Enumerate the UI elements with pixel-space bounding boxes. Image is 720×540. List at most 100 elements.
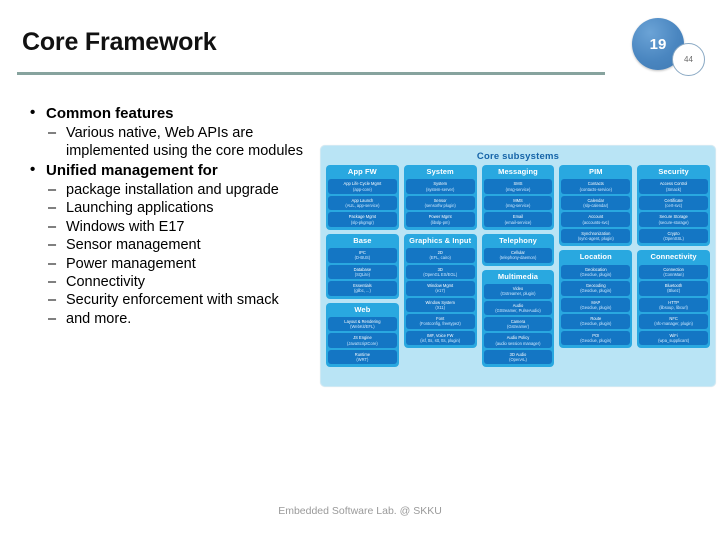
module-implementation: (GStreamer, PulseAudio) [495, 307, 541, 313]
subsystem-module-cell: Power Mgmt(libslp-pm) [405, 212, 475, 227]
module-implementation: (msg-service) [505, 186, 531, 192]
module-implementation: (wpa_supplicant) [658, 337, 690, 343]
module-name: Font [436, 316, 445, 322]
subsystem-module-cell: IMF, Voice FW(isf, tts, stt, tts, plugin… [405, 330, 475, 345]
module-implementation: (OpenGL ES/EGL) [423, 271, 458, 277]
subsystem-module-cell: Database(SQLite) [328, 264, 397, 280]
bullet-text: and more. [66, 310, 132, 327]
module-name: Calendar [587, 197, 605, 203]
module-implementation: (SQLite) [354, 271, 371, 277]
subsystem-group-title: App FW [347, 167, 377, 176]
module-name: Route [590, 316, 602, 322]
module-name: Synchronization [581, 230, 611, 236]
bullet-item: –Launching applications [24, 199, 334, 217]
subsystem-module-cell: SMS(msg-service) [483, 179, 553, 194]
subsystem-module-cell: System(system-server) [405, 179, 475, 194]
title-underline-divider [17, 72, 605, 75]
subsystem-module-cell: Access Control(Smack) [639, 179, 708, 194]
bullet-text: Various native, Web APIs are implemented… [66, 125, 303, 160]
module-name: Audio [512, 302, 524, 308]
module-name: Secure Storage [659, 214, 688, 220]
module-name: Power Mgmt [428, 214, 452, 220]
module-name: Certificate [664, 197, 683, 203]
bullet-marker-icon: – [48, 237, 57, 254]
subsystem-module-cell: Camera(Gstreamer) [483, 316, 553, 332]
module-implementation: (Geoclue, plugin) [580, 337, 612, 343]
module-implementation: (Smack) [665, 186, 682, 192]
bullet-text: Windows with E17 [66, 218, 185, 235]
subsystem-module-cell: Video(Gstreamer, plugin) [483, 284, 553, 299]
module-name: App Launch [351, 197, 374, 203]
subsystem-module-cell: HTTP(libsoup, libcurl) [639, 297, 708, 313]
module-name: Email [512, 214, 524, 220]
module-implementation: (email-service) [504, 219, 532, 225]
bullet-item: –Various native, Web APIs are implemente… [24, 124, 334, 161]
module-name: HTTP [668, 299, 679, 305]
module-name: Crypto [667, 230, 680, 236]
bullet-item: –Security enforcement with smack [24, 291, 334, 309]
bullet-marker-icon: – [48, 255, 57, 272]
subsystem-group-title: PIM [588, 167, 603, 176]
subsystem-module-cell: App Life Cycle Mgmt(app-core) [328, 179, 397, 194]
bullet-text: Security enforcement with smack [66, 292, 279, 309]
module-name: Cellular [511, 250, 525, 256]
slide-number-badge: 19 [632, 18, 684, 70]
subsystem-module-cell: Email(email-service) [483, 212, 553, 227]
module-name: Contacts [587, 181, 604, 187]
module-name: WiFi [669, 332, 678, 338]
bullet-item: •Common features [24, 104, 334, 123]
module-implementation: (Geoclue, plugin) [580, 271, 612, 277]
subsystem-module-cell: Certificate(cert-svc) [639, 195, 708, 211]
subsystem-group-title: Multimedia [497, 271, 539, 281]
module-name: MAP [591, 299, 601, 305]
subsystem-module-cell: 2D(EFL, cairo) [405, 248, 475, 263]
subsystem-module-cell: Connection(ConnMan) [639, 264, 708, 280]
subsystem-module-cell: Essentials(glibc, ...) [328, 281, 397, 296]
bullet-text: Sensor management [66, 237, 201, 254]
bullet-item: –Connectivity [24, 273, 334, 291]
subsystem-module-cell: Font(Fontconfig, freetype2) [405, 314, 475, 329]
bullet-marker-icon: • [30, 160, 36, 178]
module-implementation: (libslp-pm) [430, 219, 450, 225]
module-implementation: (app-core) [352, 186, 372, 192]
bullet-marker-icon: – [48, 200, 57, 217]
module-implementation: (Fontconfig, freetype2) [419, 321, 461, 327]
module-name: IPC [358, 250, 366, 256]
module-name: POI [592, 332, 600, 338]
module-implementation: (audio session manager) [495, 340, 541, 346]
module-implementation: (ConnMan) [663, 271, 684, 277]
module-implementation: (Geoclue, plugin) [580, 304, 612, 310]
subsystem-module-cell: IPC(D-BUS) [328, 248, 397, 263]
module-implementation: (D-BUS) [354, 255, 371, 261]
module-name: MMS [513, 197, 523, 203]
module-name: Geolocation [584, 266, 607, 272]
module-name: Essentials [353, 283, 372, 289]
subsystem-group-title: Security [658, 167, 689, 176]
module-implementation: (sync-agent, plugin) [577, 236, 614, 242]
subsystem-group-title: Web [354, 304, 371, 314]
module-implementation: (Geoclue, plugin) [580, 321, 612, 327]
subsystem-module-cell: Bluetooth(Bluez) [639, 281, 708, 296]
module-name: Runtime [354, 351, 371, 357]
subsystem-group-title: System [426, 167, 454, 176]
module-name: NFC [669, 316, 678, 322]
module-name: Database [353, 266, 372, 272]
subsystem-module-cell: Runtime(WRT) [328, 349, 397, 365]
subsystem-group-title: Base [353, 235, 372, 245]
module-implementation: (OpenAL) [509, 357, 527, 363]
bullet-text: Common features [46, 105, 174, 122]
subsystem-group-title: Connectivity [650, 252, 697, 262]
slide-footer: Embedded Software Lab. @ SKKU [278, 505, 442, 517]
